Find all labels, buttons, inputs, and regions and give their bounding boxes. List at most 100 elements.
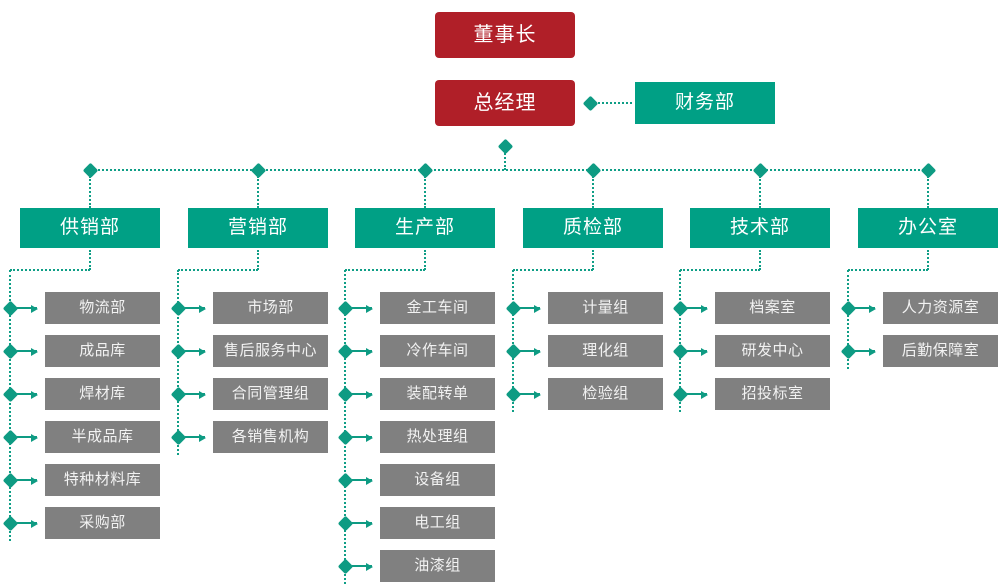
connector-horizontal bbox=[178, 269, 258, 271]
unit-box[interactable]: 后勤保障室 bbox=[883, 335, 998, 367]
dept-box-office[interactable]: 办公室 bbox=[858, 208, 998, 248]
connector-vertical bbox=[89, 176, 91, 208]
connector-node bbox=[582, 95, 598, 111]
exec-box-general-manager[interactable]: 总经理 bbox=[435, 80, 575, 126]
connector-arrow bbox=[855, 348, 876, 356]
unit-box[interactable]: 检验组 bbox=[548, 378, 663, 410]
connector-horizontal bbox=[598, 102, 632, 104]
connector-node bbox=[672, 300, 688, 316]
connector-vertical bbox=[177, 270, 179, 455]
connector-node bbox=[672, 386, 688, 402]
connector-horizontal bbox=[10, 269, 90, 271]
dept-box-supply-sales[interactable]: 供销部 bbox=[20, 208, 160, 248]
unit-box[interactable]: 特种材料库 bbox=[45, 464, 160, 496]
connector-arrow bbox=[352, 391, 373, 399]
connector-node bbox=[170, 429, 186, 445]
connector-arrow bbox=[687, 348, 708, 356]
unit-box[interactable]: 售后服务中心 bbox=[213, 335, 328, 367]
unit-box[interactable]: 各销售机构 bbox=[213, 421, 328, 453]
connector-node bbox=[2, 300, 18, 316]
connector-arrow bbox=[185, 434, 206, 442]
unit-box[interactable]: 理化组 bbox=[548, 335, 663, 367]
connector-vertical bbox=[847, 270, 849, 369]
connector-vertical bbox=[927, 250, 929, 270]
connector-node bbox=[337, 343, 353, 359]
connector-node bbox=[337, 386, 353, 402]
connector-arrow bbox=[855, 305, 876, 313]
unit-box[interactable]: 计量组 bbox=[548, 292, 663, 324]
connector-arrow bbox=[185, 305, 206, 313]
unit-box[interactable]: 物流部 bbox=[45, 292, 160, 324]
connector-node bbox=[170, 343, 186, 359]
unit-box[interactable]: 市场部 bbox=[213, 292, 328, 324]
connector-arrow bbox=[185, 348, 206, 356]
connector-node bbox=[2, 472, 18, 488]
unit-box[interactable]: 电工组 bbox=[380, 507, 495, 539]
unit-box[interactable]: 采购部 bbox=[45, 507, 160, 539]
connector-node bbox=[505, 343, 521, 359]
connector-arrow bbox=[17, 434, 38, 442]
connector-node bbox=[2, 515, 18, 531]
dept-box-quality-inspection[interactable]: 质检部 bbox=[523, 208, 663, 248]
unit-box[interactable]: 研发中心 bbox=[715, 335, 830, 367]
connector-arrow bbox=[17, 477, 38, 485]
connector-arrow bbox=[687, 391, 708, 399]
dept-box-production[interactable]: 生产部 bbox=[355, 208, 495, 248]
connector-vertical bbox=[512, 270, 514, 412]
unit-box[interactable]: 装配转单 bbox=[380, 378, 495, 410]
connector-vertical bbox=[504, 150, 506, 170]
dept-box-technology[interactable]: 技术部 bbox=[690, 208, 830, 248]
connector-vertical bbox=[759, 250, 761, 270]
unit-box[interactable]: 冷作车间 bbox=[380, 335, 495, 367]
unit-box[interactable]: 油漆组 bbox=[380, 550, 495, 582]
connector-vertical bbox=[89, 250, 91, 270]
unit-box[interactable]: 招投标室 bbox=[715, 378, 830, 410]
connector-vertical bbox=[257, 250, 259, 270]
connector-arrow bbox=[520, 348, 541, 356]
unit-box[interactable]: 合同管理组 bbox=[213, 378, 328, 410]
connector-vertical bbox=[424, 176, 426, 208]
unit-box[interactable]: 半成品库 bbox=[45, 421, 160, 453]
connector-vertical bbox=[592, 250, 594, 270]
connector-horizontal bbox=[513, 269, 593, 271]
connector-arrow bbox=[17, 520, 38, 528]
connector-vertical bbox=[927, 176, 929, 208]
dept-box-marketing[interactable]: 营销部 bbox=[188, 208, 328, 248]
connector-horizontal bbox=[345, 269, 425, 271]
connector-arrow bbox=[352, 563, 373, 571]
connector-horizontal bbox=[680, 269, 760, 271]
unit-box[interactable]: 人力资源室 bbox=[883, 292, 998, 324]
connector-arrow bbox=[352, 305, 373, 313]
connector-arrow bbox=[185, 391, 206, 399]
connector-node bbox=[672, 343, 688, 359]
exec-box-chairman[interactable]: 董事长 bbox=[435, 12, 575, 58]
connector-node bbox=[337, 558, 353, 574]
connector-node bbox=[337, 300, 353, 316]
staff-box-finance[interactable]: 财务部 bbox=[635, 82, 775, 124]
unit-box[interactable]: 热处理组 bbox=[380, 421, 495, 453]
unit-box[interactable]: 设备组 bbox=[380, 464, 495, 496]
connector-arrow bbox=[520, 391, 541, 399]
connector-node bbox=[2, 343, 18, 359]
connector-arrow bbox=[17, 305, 38, 313]
connector-vertical bbox=[759, 176, 761, 208]
connector-horizontal bbox=[848, 269, 928, 271]
connector-node bbox=[2, 386, 18, 402]
connector-vertical bbox=[679, 270, 681, 412]
connector-node bbox=[505, 300, 521, 316]
connector-arrow bbox=[352, 520, 373, 528]
connector-arrow bbox=[352, 348, 373, 356]
connector-node bbox=[2, 429, 18, 445]
connector-node bbox=[840, 343, 856, 359]
connector-vertical bbox=[424, 250, 426, 270]
unit-box[interactable]: 焊材库 bbox=[45, 378, 160, 410]
connector-vertical bbox=[9, 270, 11, 541]
connector-arrow bbox=[17, 348, 38, 356]
unit-box[interactable]: 金工车间 bbox=[380, 292, 495, 324]
unit-box[interactable]: 成品库 bbox=[45, 335, 160, 367]
connector-node bbox=[337, 429, 353, 445]
unit-box[interactable]: 档案室 bbox=[715, 292, 830, 324]
connector-vertical bbox=[592, 176, 594, 208]
connector-arrow bbox=[520, 305, 541, 313]
